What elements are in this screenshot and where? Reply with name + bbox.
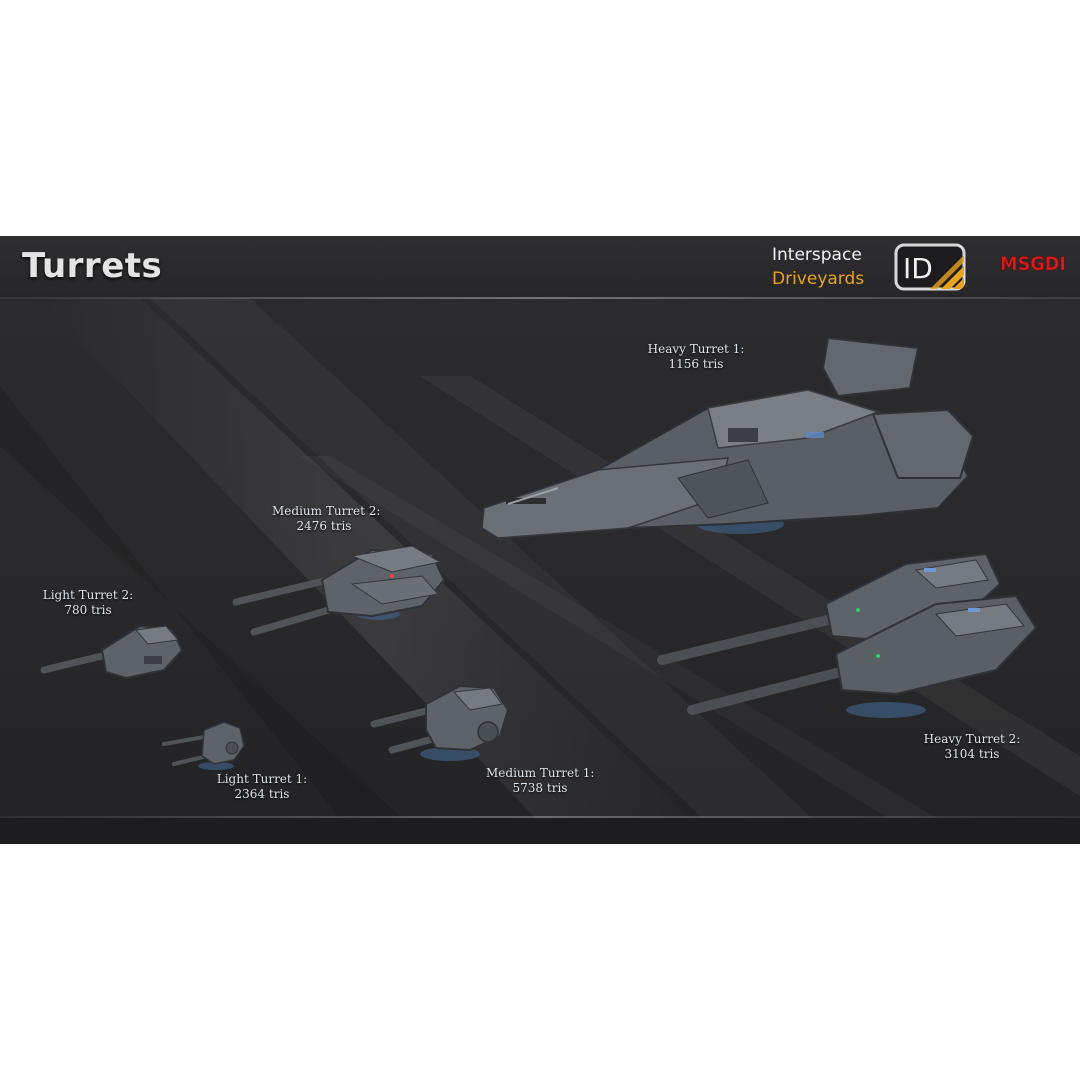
- turret-tris: 3104 tris: [944, 747, 1000, 761]
- light-turret-2-label: Light Turret 2: 780 tris: [38, 588, 138, 618]
- heavy-turret-1-model: [480, 336, 975, 540]
- turret-name: Light Turret 1:: [216, 772, 308, 786]
- heavy-turret-2-model: [657, 552, 1038, 718]
- turret-name: Light Turret 2:: [42, 588, 134, 602]
- turret-tris: 2476 tris: [296, 519, 352, 533]
- medium-turret-2-label: Medium Turret 2: 2476 tris: [272, 504, 381, 534]
- page-title: Turrets: [22, 246, 163, 286]
- brand-name-line1: Interspace: [772, 245, 862, 265]
- turret-tris: 5738 tris: [512, 781, 568, 795]
- medium-turret-2-model: [232, 545, 446, 636]
- turret-tris: 2364 tris: [234, 787, 290, 801]
- header-divider: [0, 297, 1080, 299]
- brand-name-line2: Driveyards: [772, 269, 865, 289]
- medium-turret-1-label: Medium Turret 1: 5738 tris: [486, 766, 594, 796]
- heavy-turret-2-label: Heavy Turret 2: 3104 tris: [922, 732, 1022, 762]
- turret-name: Heavy Turret 1:: [647, 342, 745, 356]
- turret-name: Heavy Turret 2:: [923, 732, 1021, 746]
- light-turret-2-model: [40, 624, 184, 680]
- msgdi-logo-text: MSGDI: [1000, 253, 1066, 274]
- light-turret-1-label: Light Turret 1: 2364 tris: [212, 772, 312, 802]
- footer-divider: [0, 816, 1080, 818]
- turret-tris: 1156 tris: [668, 357, 724, 371]
- msgdi-logo-icon: MSGDI: [1000, 253, 1066, 274]
- heavy-turret-1-label: Heavy Turret 1: 1156 tris: [646, 342, 746, 372]
- footer-bar: [0, 818, 1080, 844]
- turret-tris: 780 tris: [64, 603, 112, 617]
- medium-turret-1-model: [370, 684, 510, 761]
- product-banner: Turrets Interspace Driveyards ID MSGDI H…: [0, 236, 1080, 844]
- turret-name: Medium Turret 2:: [272, 504, 381, 518]
- light-turret-1-model: [162, 721, 245, 770]
- brand-mark-text: ID: [903, 252, 933, 285]
- turret-name: Medium Turret 1:: [486, 766, 595, 780]
- brand-logo-icon: ID: [894, 243, 966, 291]
